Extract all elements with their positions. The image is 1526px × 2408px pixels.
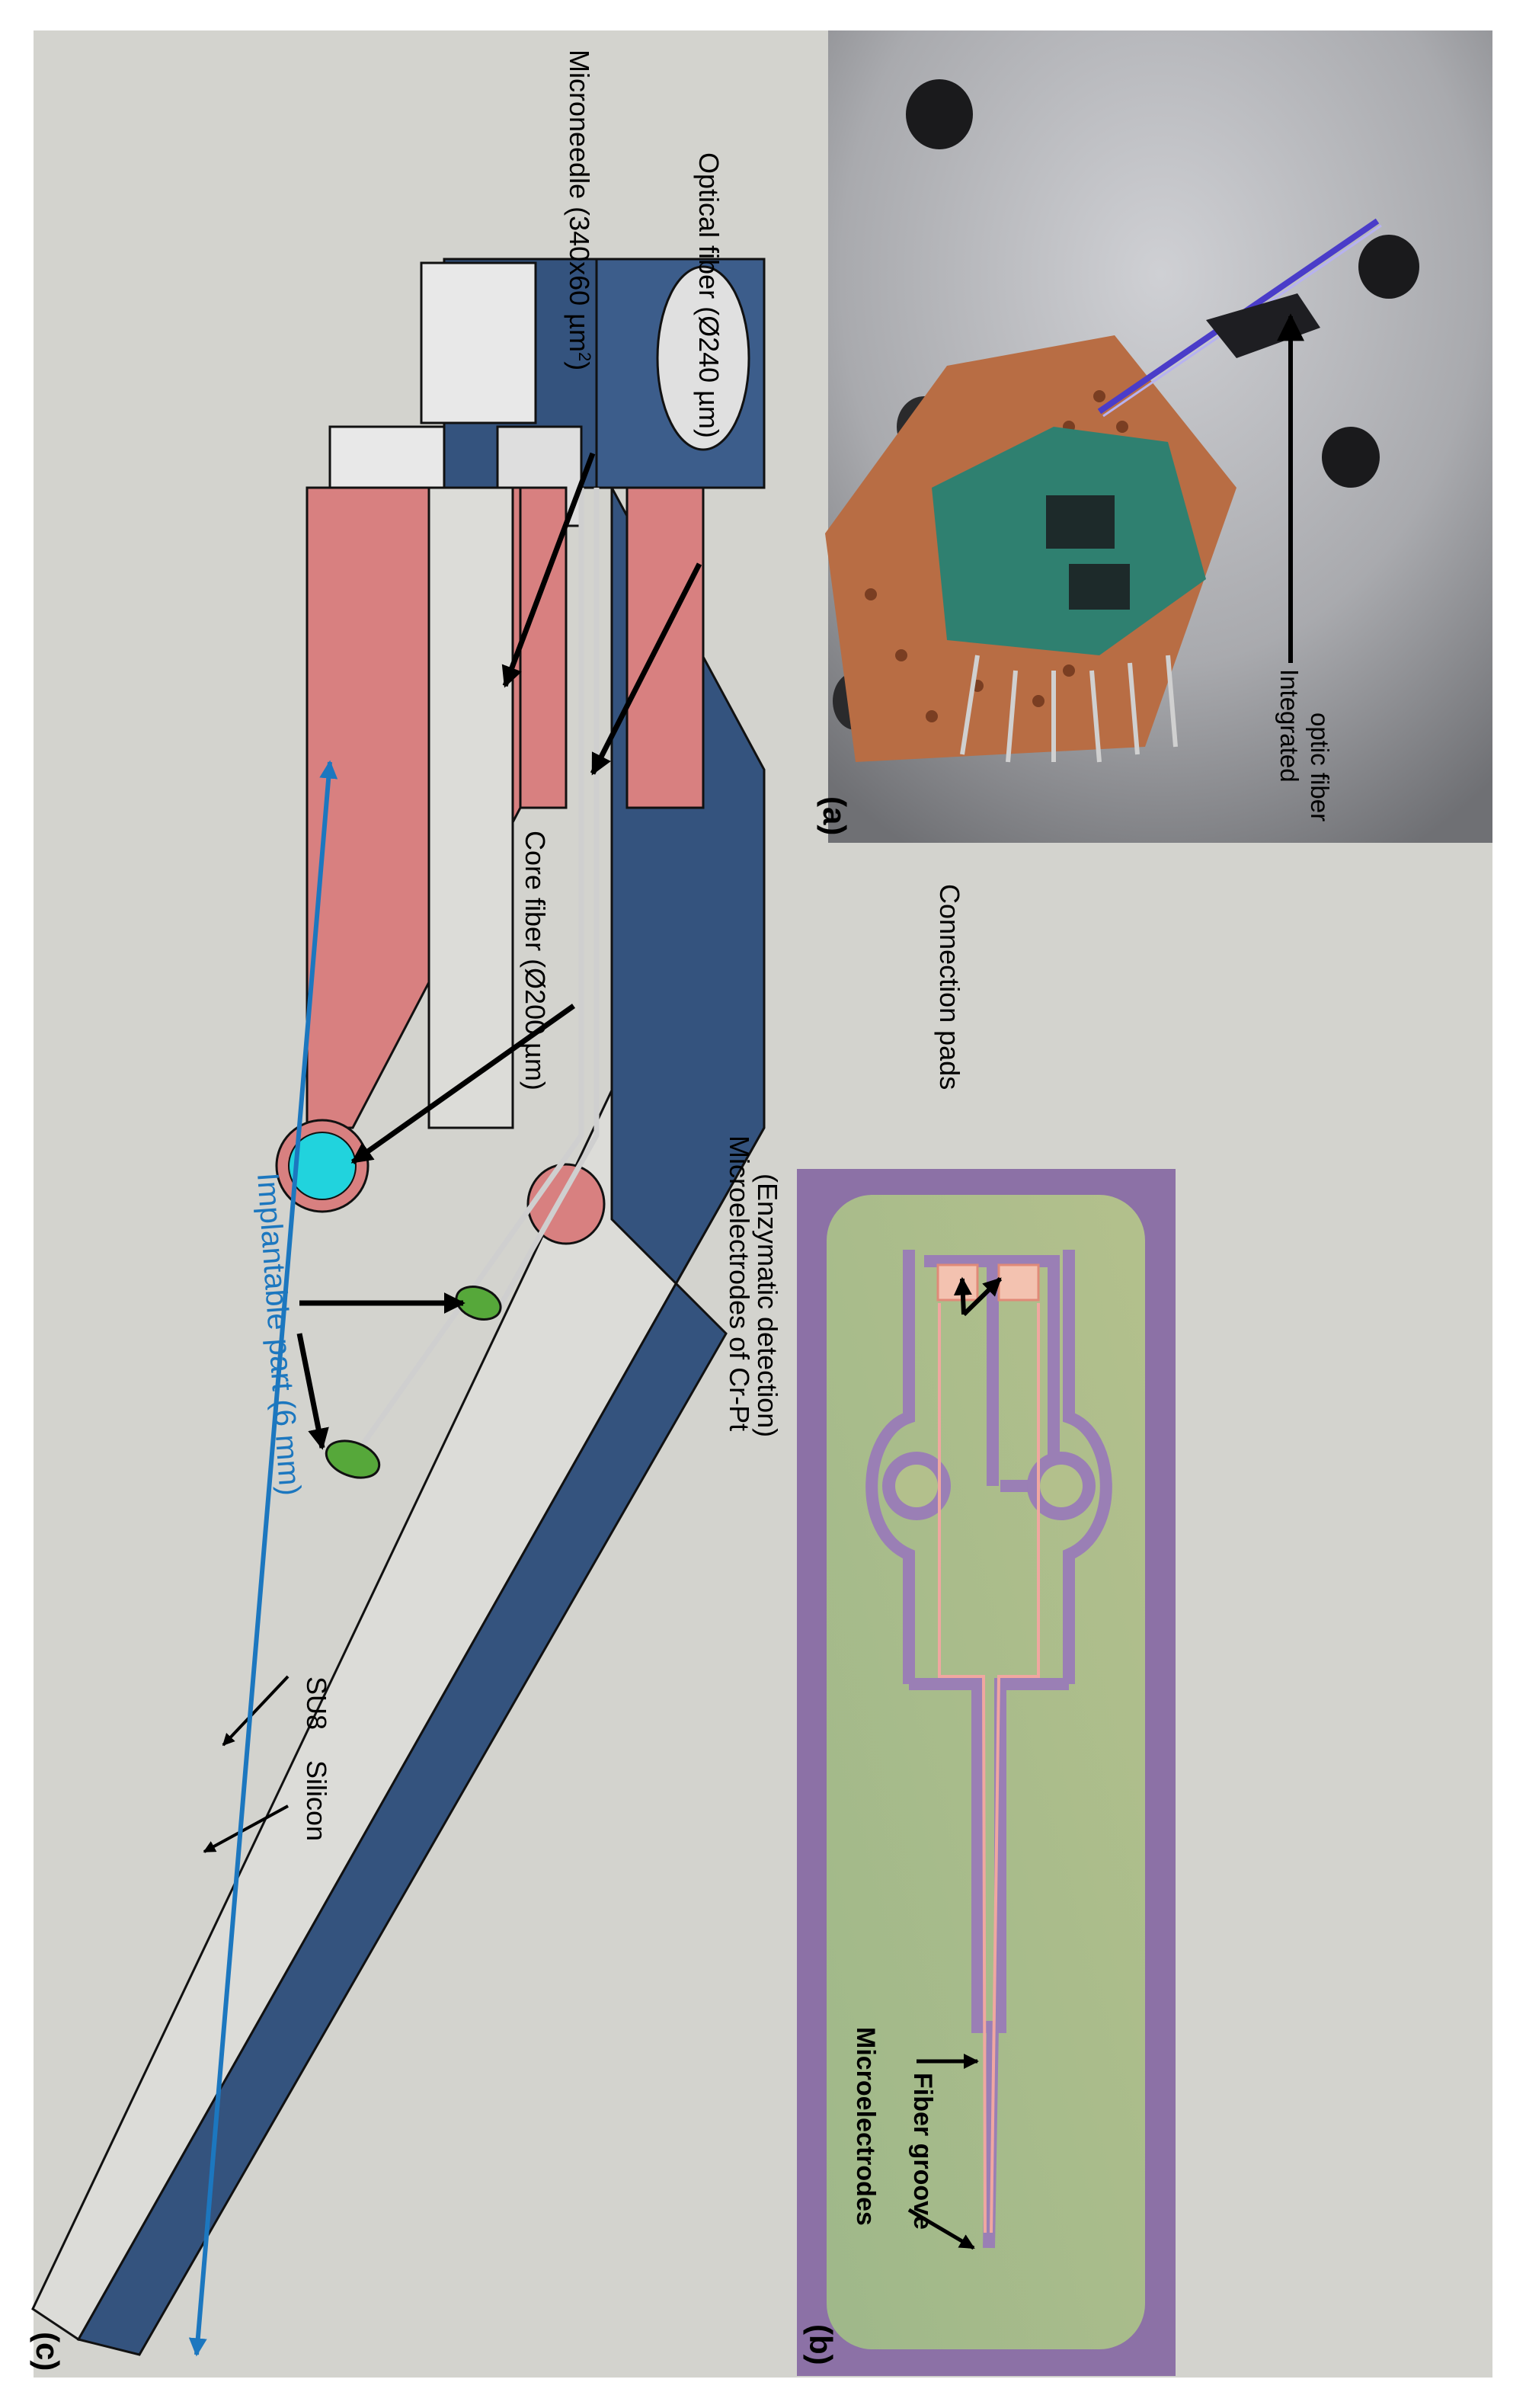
socket-window [1069,564,1130,610]
panel-c-schematic: Microneedle (340x60 µm2) Optical fiber (… [30,50,783,2371]
photo-hole [1358,235,1419,299]
optical-fiber-arrow [590,562,702,776]
panel-a-photo: Integrated optic fiber (a) [817,30,1492,843]
core-fiber-arrow [350,1004,576,1164]
panel-b-micrograph: Connection pads Fiber groove Microelectr… [797,884,1176,2376]
pads-arrow-1 [961,1276,1003,1317]
connection-pad [997,1263,1040,1302]
photo-hole [906,79,973,149]
fiber-groove-strip [427,486,514,1129]
microneedle-arrow [501,452,596,688]
electrode-traces [358,488,600,1450]
photo-clamp [1206,293,1320,358]
socket-pins [960,655,1178,763]
panel-a-tag: (a) [817,796,853,835]
fiber-groove-label: Fiber groove [908,2073,937,2230]
su8-arrow [222,1675,290,1747]
chip-traces [938,1303,1040,2233]
su8-label: SU8 [301,1676,332,1730]
integrated-caption-line2: optic fiber [1306,712,1334,821]
connector-cube [420,261,537,424]
core-fiber-label: Core fiber (Ø200 µm) [520,831,551,1090]
pads-arrow-2 [953,1276,972,1315]
integrated-caption-line1: Integrated [1275,669,1304,783]
microelectrodes-b-arrow [907,2208,975,2250]
connection-pad [936,1263,979,1302]
microelectrodes-c-line1: Microelectrodes of Cr-Pt [724,1135,755,1431]
microneedle-label: Microneedle (340x60 µm2) [564,50,595,370]
optical-fiber-label: Optical fiber (Ø240 µm) [693,152,725,438]
panel-b-tag: (b) [803,2324,839,2365]
electrode-2 [325,1439,381,1479]
microelectrodes-c-line2: (Enzymatic detection) [752,1174,783,1437]
implantable-dimension-arrow [188,760,338,2357]
silicon-label: Silicon [301,1760,332,1841]
second-fiber [625,486,705,809]
socket-window [1046,495,1115,549]
cylinder [656,265,750,451]
photo-hole [1322,427,1380,488]
microelectrodes-b-label: Microelectrodes [851,2027,880,2226]
device-outline [865,1250,1112,2249]
connection-pads-label: Connection pads [934,884,965,1090]
panel-c-tag: (c) [30,2332,66,2371]
